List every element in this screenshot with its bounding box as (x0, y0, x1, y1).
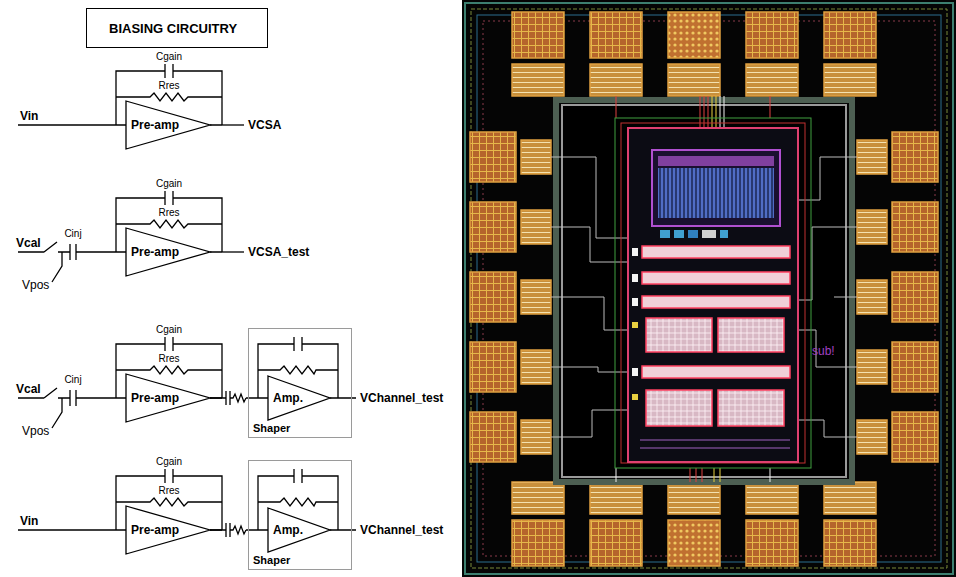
component-name: Rres (158, 353, 179, 364)
preamp-triangle: Pre-amp (126, 228, 210, 276)
triangle-shape (126, 374, 210, 422)
preamp-triangle: Pre-amp (126, 506, 210, 554)
component-name: Cgain (156, 51, 182, 62)
component-name: Cinj (64, 374, 81, 385)
signal-name: Vpos (22, 424, 49, 438)
signal-name: VCSA_test (248, 245, 309, 259)
triangle-shape (126, 228, 210, 276)
component-name: Rres (158, 207, 179, 218)
chip-layout (462, 0, 956, 577)
layer-label: sub! (812, 344, 835, 358)
preamp-triangle: Pre-amp (126, 101, 210, 149)
component-name: Cgain (156, 324, 182, 335)
shaper-box: Shaper Amp. (248, 460, 352, 570)
signal-name: Vin (20, 109, 38, 123)
rc-symbol (223, 521, 246, 539)
signal-name: Vcal (16, 236, 41, 250)
node-text: BIASING CIRCUITRY (109, 21, 237, 36)
signal-name: VCSA (248, 118, 281, 132)
shaper-box: Shaper Amp. (248, 328, 352, 438)
rc-symbol (223, 389, 246, 407)
node-text: Amp. (273, 523, 303, 537)
node-text: Amp. (273, 391, 303, 405)
component-name: Cgain (156, 456, 182, 467)
node-text: Pre-amp (131, 523, 179, 537)
group-title: Shaper (253, 422, 290, 435)
signal-name: Vin (20, 514, 38, 528)
node-text: Pre-amp (131, 391, 179, 405)
component-name: Cgain (156, 178, 182, 189)
amp-triangle: Amp. (268, 376, 330, 420)
triangle-shape (126, 506, 210, 554)
signal-name: VChannel_test (360, 523, 443, 537)
amp-triangle: Amp. (268, 508, 330, 552)
node-text: Pre-amp (131, 118, 179, 132)
node-text: Pre-amp (131, 245, 179, 259)
triangle-shape (268, 508, 330, 552)
component-name: Cinj (64, 228, 81, 239)
component-name: Rres (158, 80, 179, 91)
triangle-shape (126, 101, 210, 149)
signal-name: Vpos (22, 278, 49, 292)
signal-name: VChannel_test (360, 391, 443, 405)
block-box: BIASING CIRCUITRY (86, 8, 268, 48)
triangle-shape (268, 376, 330, 420)
group-title: Shaper (253, 554, 290, 567)
preamp-triangle: Pre-amp (126, 374, 210, 422)
component-name: Rres (158, 485, 179, 496)
signal-name: Vcal (16, 382, 41, 396)
